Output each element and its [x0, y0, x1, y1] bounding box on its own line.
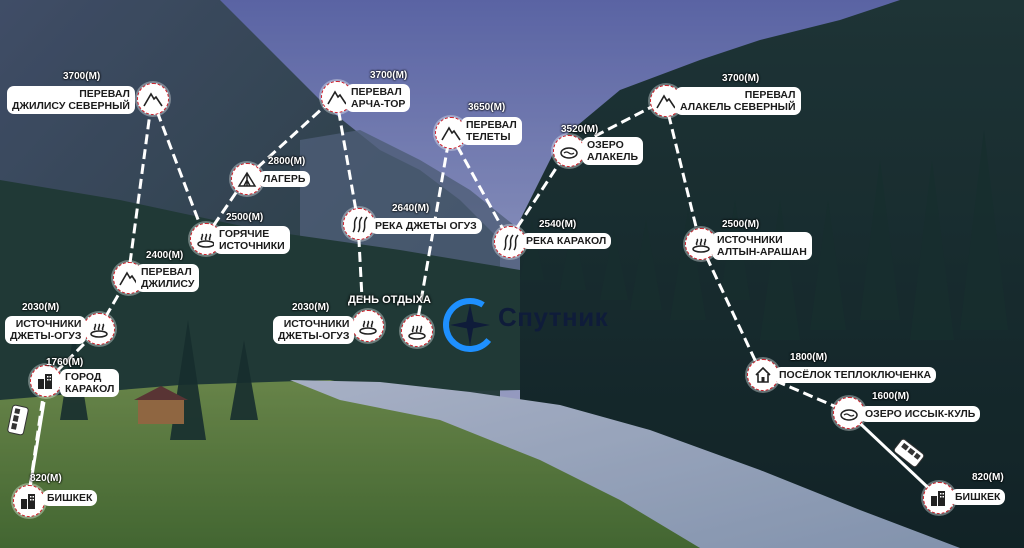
route-point-rest-day [401, 315, 433, 347]
mountain-icon [119, 271, 139, 286]
elevation-archa-tor-pass: 3700(М) [370, 70, 408, 81]
route-point-jeti-oguz-springs-1 [83, 313, 115, 345]
route-point-karakol [30, 365, 62, 397]
hot-spring-icon [197, 233, 215, 248]
river-icon [503, 234, 519, 251]
elevation-djilisu-north-pass: 3700(М) [63, 71, 101, 82]
route-segment [334, 95, 360, 223]
route-point-altyn-arashan [685, 228, 717, 260]
route-segment [150, 97, 207, 239]
elevation-issyk-kul: 1600(М) [872, 391, 910, 402]
elevation-jeti-oguz-river: 2640(М) [392, 203, 430, 214]
route-point-alakel-lake [553, 135, 585, 167]
elevation-jeti-oguz-springs-2: 2030(М) [292, 302, 330, 313]
elevation-djilisu-pass: 2400(М) [146, 250, 184, 261]
route-segment [698, 242, 764, 376]
route-point-karakol-river [494, 226, 526, 258]
elevation-camp: 2800(М) [268, 156, 306, 167]
sputnik-logo: Спутник [442, 296, 622, 354]
brand-name: Спутник [498, 302, 609, 332]
elevation-karakol-river: 2540(М) [539, 219, 577, 230]
route-segment [244, 94, 338, 180]
route-point-bishkek-start [13, 485, 45, 517]
route-segment [507, 149, 570, 241]
route-point-djilisu-north-pass [137, 83, 169, 115]
hot-spring-icon [408, 325, 426, 340]
elevation-alakel-north-pass: 3700(М) [722, 73, 760, 84]
route-point-issyk-kul [833, 397, 865, 429]
label-camp: ЛАГЕРЬ [258, 171, 311, 187]
mountain-icon [327, 90, 347, 105]
route-segment [663, 99, 702, 244]
lake-icon [840, 409, 858, 421]
elevation-bishkek-start: 820(М) [30, 473, 62, 484]
label-issyk-kul: ОЗЕРО ИССЫК-КУЛЬ [860, 406, 981, 422]
route-segment [26, 401, 46, 501]
mountain-icon [143, 92, 163, 107]
route-point-camp [231, 163, 263, 195]
elevation-karakol: 1760(М) [46, 357, 84, 368]
hot-spring-icon [692, 238, 710, 253]
route-point-jeti-oguz-river [343, 208, 375, 240]
tent-icon [237, 171, 257, 187]
route-segment [126, 97, 154, 279]
elevation-hot-springs: 2500(М) [226, 212, 264, 223]
elevation-teploklyuchenka: 1800(М) [790, 352, 828, 363]
elevation-alakel-lake: 3520(М) [561, 124, 599, 135]
river-icon [352, 216, 368, 233]
lake-icon [560, 147, 578, 159]
elevation-teleti-pass: 3650(М) [468, 102, 506, 113]
route-segment [448, 132, 511, 241]
city-icon [21, 494, 35, 509]
route-point-teploklyuchenka [747, 359, 779, 391]
label-teploklyuchenka: ПОСЁЛОК ТЕПЛОКЛЮЧЕНКА [774, 367, 937, 383]
route-segment [356, 221, 364, 299]
mountain-icon [656, 94, 676, 109]
elevation-jeti-oguz-springs-1: 2030(М) [22, 302, 60, 313]
rest-day-marker: ДЕНЬ ОТДЫХА [348, 294, 431, 306]
hot-spring-icon [90, 323, 108, 338]
city-icon [38, 374, 52, 389]
label-karakol-river: РЕКА КАРАКОЛ [521, 233, 612, 249]
city-icon [931, 491, 945, 506]
label-jeti-oguz-river: РЕКА ДЖЕТЫ ОГУЗ [370, 218, 482, 234]
route-segment [846, 410, 940, 499]
elevation-altyn-arashan: 2500(М) [722, 219, 760, 230]
compass-icon [443, 298, 497, 352]
route-point-jeti-oguz-springs-2 [352, 310, 384, 342]
bus-icon [7, 404, 29, 436]
hot-spring-icon [359, 320, 377, 335]
house-icon [755, 366, 771, 383]
bus-icon [893, 438, 925, 468]
label-bishkek-start: БИШКЕК [42, 490, 98, 506]
elevation-bishkek-end: 820(М) [972, 472, 1004, 483]
mountain-icon [441, 126, 461, 141]
label-bishkek-end: БИШКЕК [950, 489, 1006, 505]
